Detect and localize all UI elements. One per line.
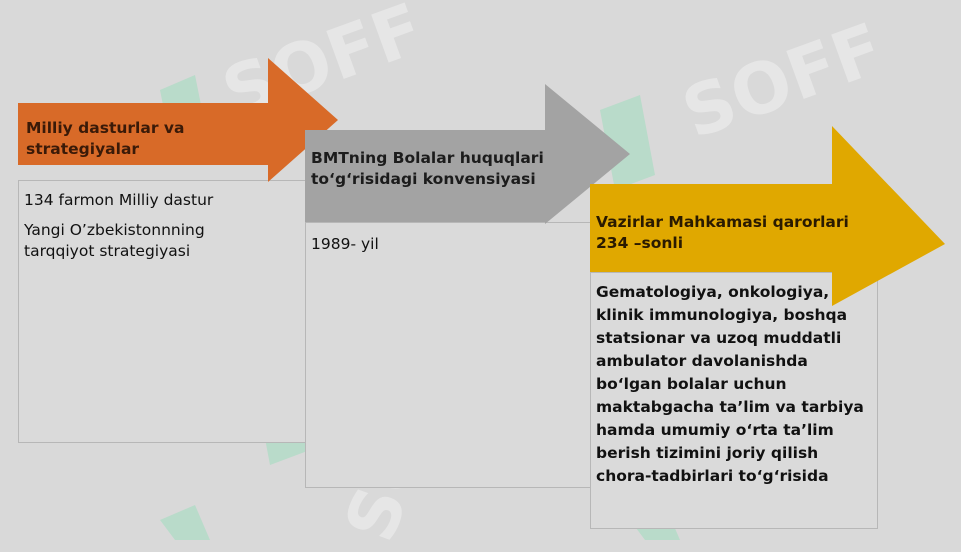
step-3-arrow — [590, 126, 945, 306]
step-3-title: Vazirlar Mahkamasi qarorlari 234 –sonli — [596, 213, 849, 252]
step-1-line-2: Yangi O’zbekistonnning tarqqiyot strateg… — [24, 221, 205, 260]
step-2-title: BMTning Bolalar huquqlari to‘g‘risidagi … — [311, 149, 544, 188]
step-3-card — [590, 272, 878, 529]
step-2-card — [305, 222, 593, 488]
step-3-line-1: Gematologiya, onkologiya, klinik immunol… — [596, 283, 864, 485]
step-1-arrow-shape — [18, 58, 338, 182]
step-2-arrow-shape — [305, 84, 630, 224]
step-3-arrow-shape — [590, 126, 945, 306]
step-1-arrow — [18, 58, 338, 182]
step-2-line-1: 1989- yil — [311, 235, 379, 253]
step-1-title: Milliy dasturlar va strategiyalar — [26, 119, 185, 158]
step-2-arrow — [305, 84, 630, 224]
step-1-line-1: 134 farmon Milliy dastur — [24, 191, 214, 209]
